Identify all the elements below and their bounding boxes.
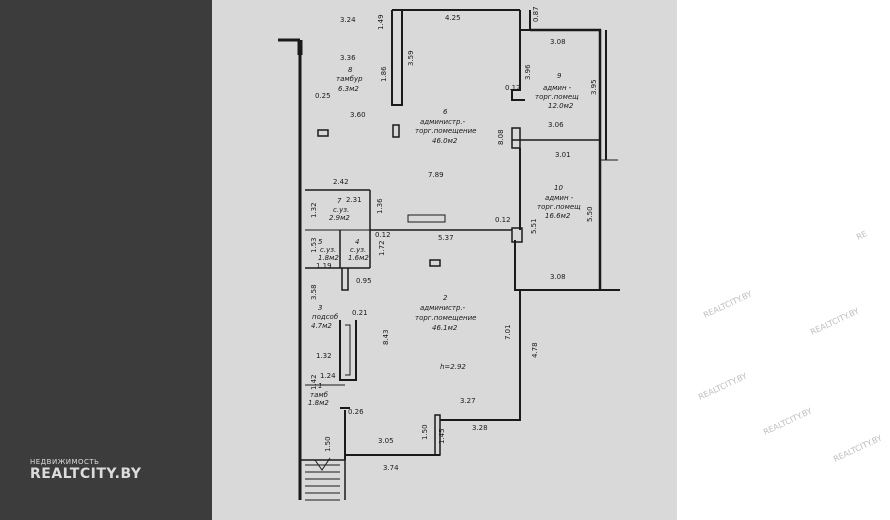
dim-1-72: 1.72 xyxy=(378,240,386,256)
room-9-name: админ - xyxy=(543,84,572,92)
dim-1-86: 1.86 xyxy=(380,66,388,82)
room-1-area: 1.8м2 xyxy=(308,399,329,407)
room-2-name2: торг.помещение xyxy=(415,314,477,322)
watermark-mark-2: REALTCITY.BY xyxy=(809,306,860,336)
ceiling-height: h=2.92 xyxy=(440,363,466,371)
watermark-logo-big: REALTCITY.BY xyxy=(30,466,142,482)
room-7-area: 2.9м2 xyxy=(329,214,350,222)
dim-3-74: 3.74 xyxy=(383,464,399,472)
room-6-name: администр.- xyxy=(420,118,466,126)
walls xyxy=(278,9,620,501)
dim-3-01: 3.01 xyxy=(555,151,571,159)
room-6-num: 6 xyxy=(443,108,448,116)
dim-3-27: 3.27 xyxy=(460,397,476,405)
dim-1-50b: 1.50 xyxy=(324,436,332,452)
room-7-num: 7 xyxy=(337,197,342,205)
watermark-mark-3: REALTCITY.BY xyxy=(697,371,748,401)
dimensions: 3.24 1.49 4.25 0.87 3.36 1.86 3.59 3.08 … xyxy=(310,6,598,472)
dim-3-28: 3.28 xyxy=(472,424,488,432)
dim-3-08a: 3.08 xyxy=(550,38,566,46)
room-10-area: 16.6м2 xyxy=(545,212,571,220)
background-left xyxy=(0,0,212,520)
room-6-area: 46.0м2 xyxy=(432,137,458,145)
dim-0-21: 0.21 xyxy=(352,309,368,317)
room-1-num: 1 xyxy=(318,382,322,390)
dim-1-53: 1.53 xyxy=(310,237,318,253)
room-3-name: подсоб xyxy=(312,313,339,321)
dim-0-12c: 0.12 xyxy=(495,216,511,224)
room-6-name2: торг.помещение xyxy=(415,127,477,135)
dim-3-95: 3.95 xyxy=(590,79,598,95)
dim-1-36: 1.36 xyxy=(376,198,384,214)
dim-3-06: 3.06 xyxy=(548,121,564,129)
dim-1-19: 1.19 xyxy=(316,262,332,270)
dim-1-24: 1.24 xyxy=(320,372,336,380)
watermark-mark-4: REALTCITY.BY xyxy=(762,406,813,436)
dim-7-89: 7.89 xyxy=(428,171,444,179)
dim-0-12b: 0.12 xyxy=(375,231,391,239)
dim-0-25: 0.25 xyxy=(315,92,331,100)
room-10-num: 10 xyxy=(554,184,563,192)
room-1-name: тамб xyxy=(310,391,329,399)
watermark-logo: НЕДВИЖИМОСТЬ REALTCITY.BY xyxy=(30,458,142,482)
dim-3-60: 3.60 xyxy=(350,111,366,119)
watermark-mark-1: REALTCITY.BY xyxy=(702,289,753,319)
dim-0-95: 0.95 xyxy=(356,277,372,285)
room-5-name: с.уз. xyxy=(320,246,336,254)
room-9-area: 12.0м2 xyxy=(548,102,574,110)
dim-3-05: 3.05 xyxy=(378,437,394,445)
room-10-name2: торг.помещ xyxy=(537,203,581,211)
dim-1-45: 1.45 xyxy=(438,428,446,444)
dim-4-25: 4.25 xyxy=(445,14,461,22)
dim-3-24: 3.24 xyxy=(340,16,356,24)
dim-1-42: 1.42 xyxy=(310,374,318,390)
room-2-name: администр.- xyxy=(420,304,466,312)
dim-0-26: 0.26 xyxy=(348,408,364,416)
dim-4-78: 4.78 xyxy=(531,342,539,358)
room-5-num: 5 xyxy=(318,238,323,246)
dim-1-32b: 1.32 xyxy=(316,352,332,360)
room-8-area: 6.3м2 xyxy=(338,85,359,93)
watermark-mark-5: REALTCITY.BY xyxy=(832,433,883,463)
dim-2-31: 2.31 xyxy=(346,196,362,204)
dim-0-12a: 0.12 xyxy=(505,84,521,92)
dim-2-42: 2.42 xyxy=(333,178,349,186)
dim-1-49: 1.49 xyxy=(377,14,385,30)
dim-3-08b: 3.08 xyxy=(550,273,566,281)
room-9-name2: торг.помещ xyxy=(535,93,579,101)
room-4-num: 4 xyxy=(355,238,359,246)
room-10-name: админ - xyxy=(545,194,574,202)
dim-8-43: 8.43 xyxy=(382,329,390,345)
dim-3-59: 3.59 xyxy=(407,50,415,66)
dim-7-01: 7.01 xyxy=(504,324,512,340)
room-4-name: с.уз. xyxy=(350,246,366,254)
dim-1-50a: 1.50 xyxy=(421,424,429,440)
dim-5-37: 5.37 xyxy=(438,234,454,242)
room-3-area: 4.7м2 xyxy=(311,322,332,330)
room-3-num: 3 xyxy=(318,304,322,312)
room-5-area: 1.8м2 xyxy=(318,254,339,262)
dim-1-32a: 1.32 xyxy=(310,202,318,218)
watermark-mark-6: RE xyxy=(855,229,868,242)
background-right xyxy=(677,0,890,520)
dim-3-96: 3.96 xyxy=(524,64,532,80)
dim-8-08: 8.08 xyxy=(497,129,505,145)
room-4-area: 1.6м2 xyxy=(348,254,369,262)
watermark-logo-small: НЕДВИЖИМОСТЬ xyxy=(30,458,100,466)
dim-5-50: 5.50 xyxy=(586,206,594,222)
room-9-num: 9 xyxy=(557,72,562,80)
room-8-num: 8 xyxy=(348,66,353,74)
room-8-name: тамбур xyxy=(336,75,363,83)
dim-5-51: 5.51 xyxy=(530,218,538,234)
dim-3-36: 3.36 xyxy=(340,54,356,62)
room-2-area: 46.1м2 xyxy=(432,324,458,332)
watermark-marks: REALTCITY.BY REALTCITY.BY REALTCITY.BY R… xyxy=(697,229,883,464)
dim-0-87: 0.87 xyxy=(532,6,540,22)
dim-3-58: 3.58 xyxy=(310,284,318,300)
room-labels: 8 тамбур 6.3м2 6 администр.- торг.помеще… xyxy=(308,66,581,407)
room-7-name: с.уз. xyxy=(333,206,349,214)
room-2-num: 2 xyxy=(443,294,448,302)
